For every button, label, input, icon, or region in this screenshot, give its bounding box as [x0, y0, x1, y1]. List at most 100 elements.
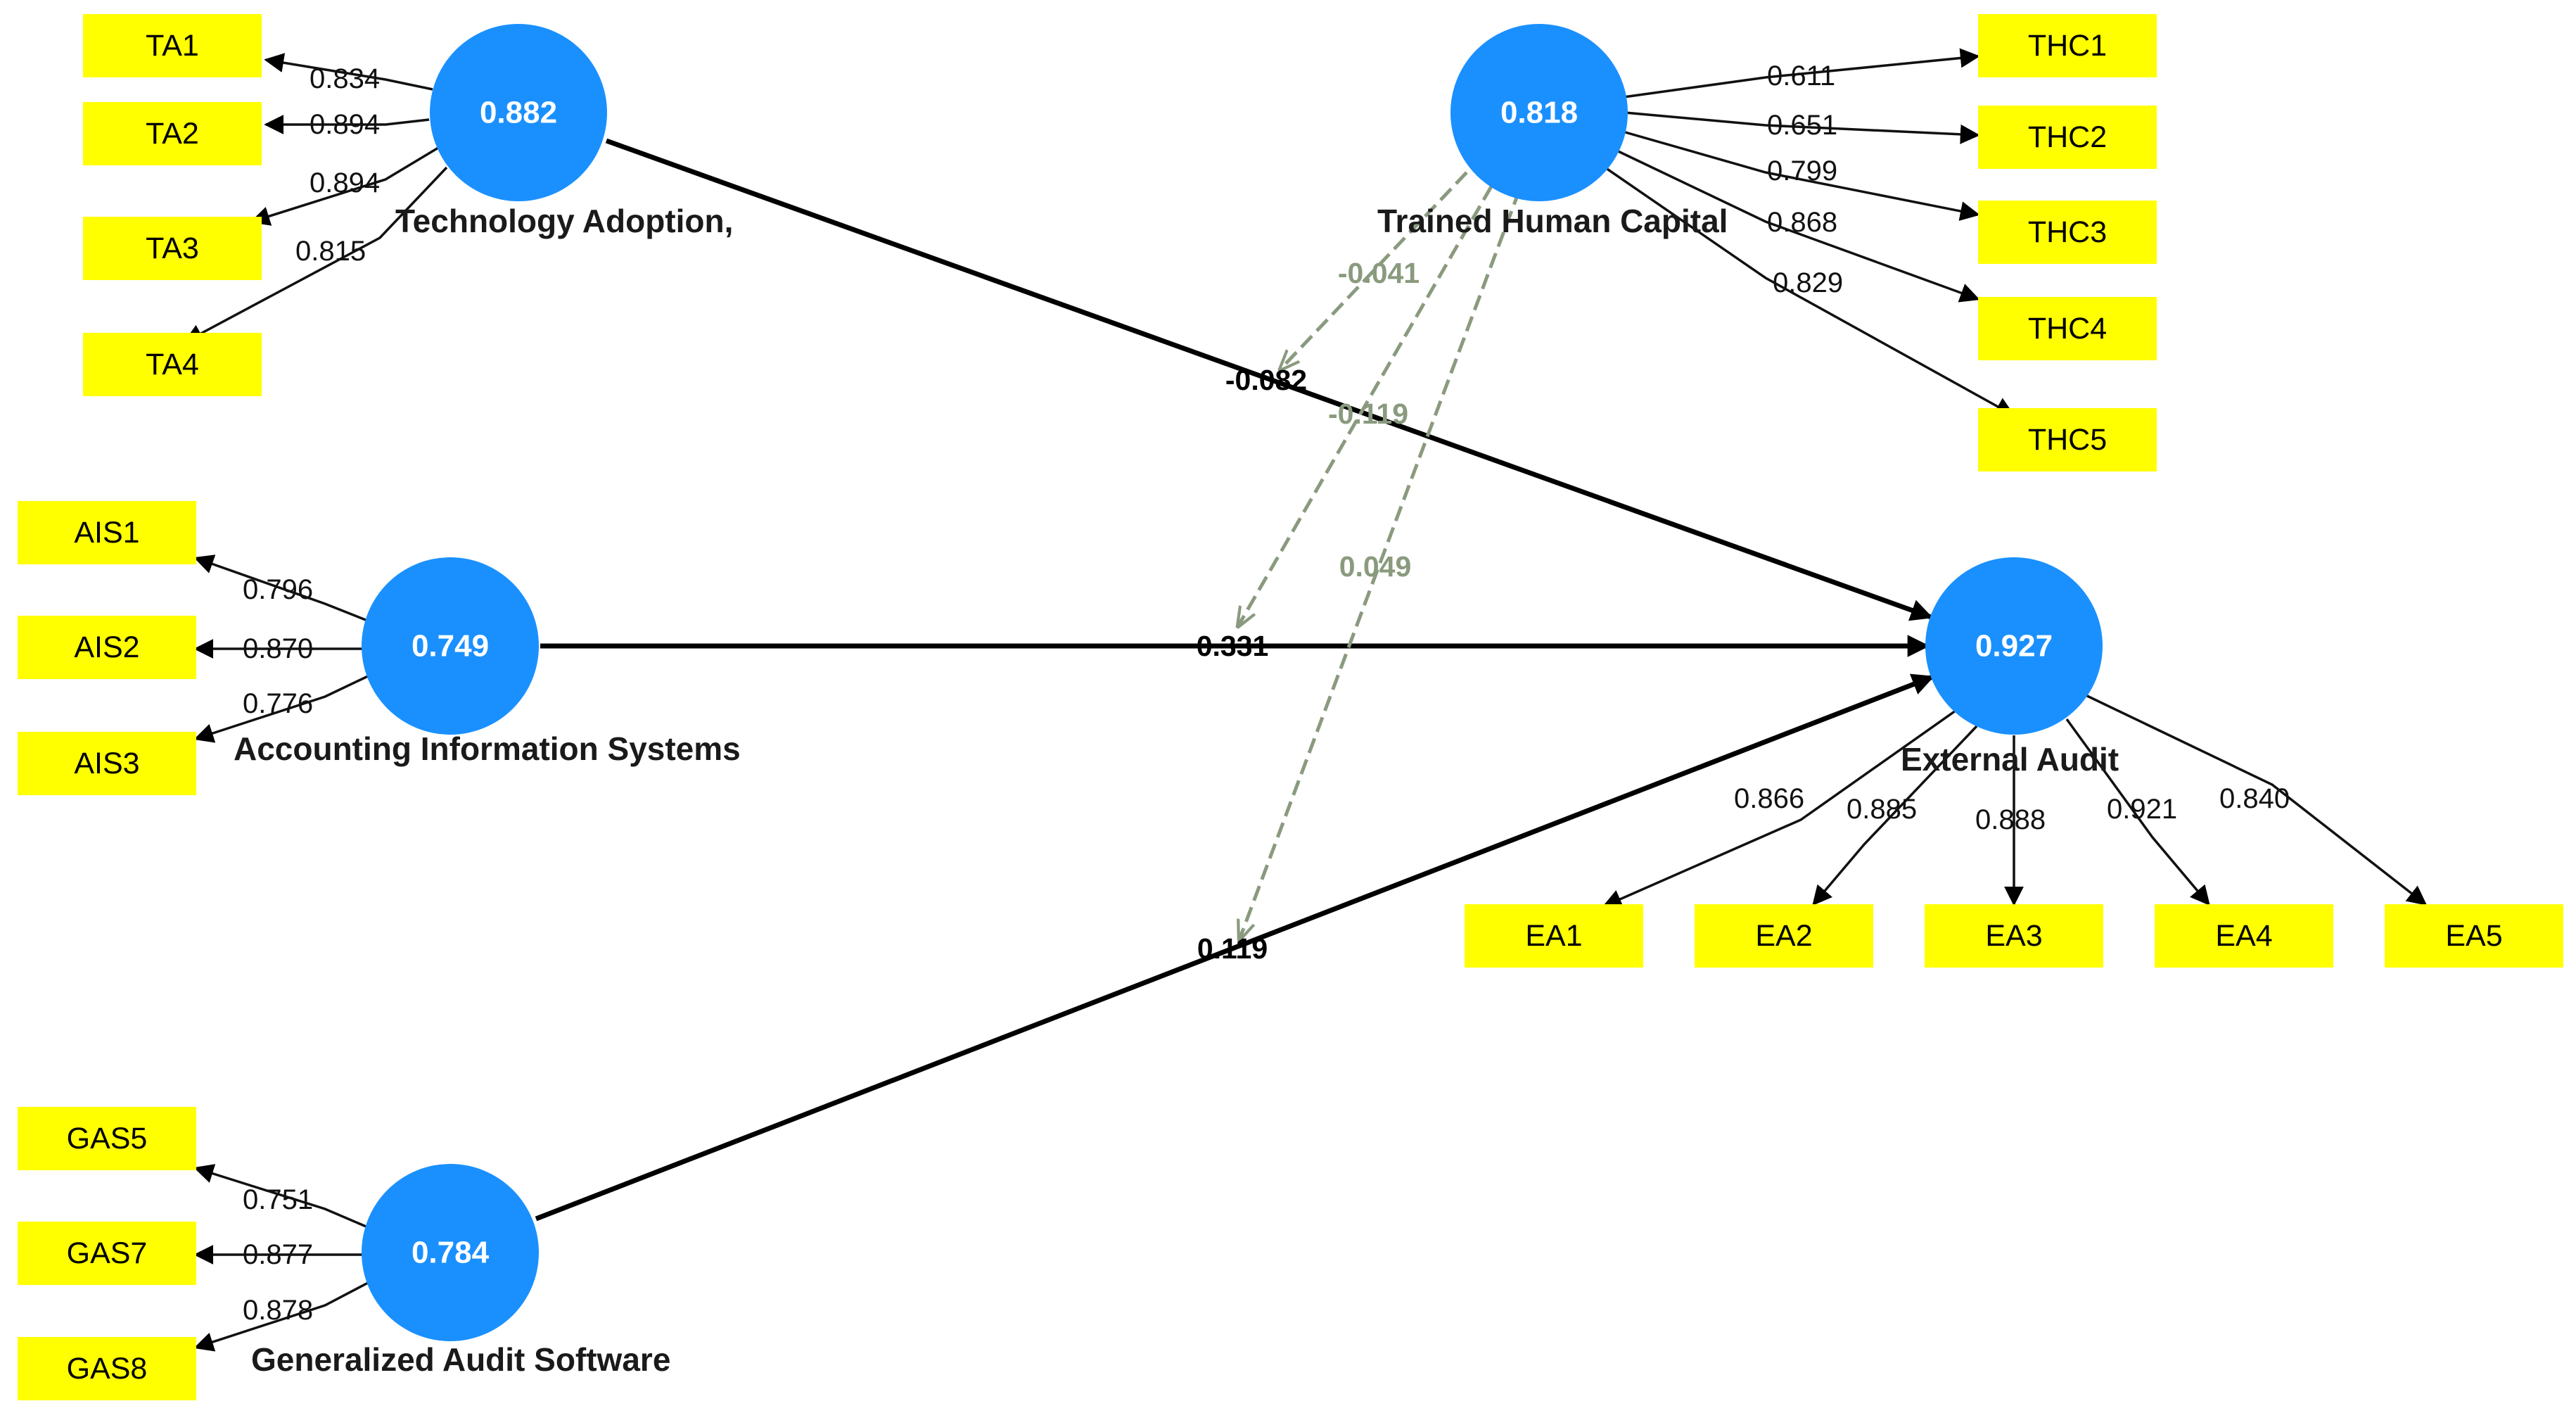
construct-ais-value: 0.749	[412, 629, 489, 664]
indicator-ea3-label: EA3	[1985, 919, 2042, 953]
indicator-thc4: THC4	[1978, 297, 2157, 360]
path-coefficient-ais-ea: 0.331	[1197, 630, 1269, 662]
loading-value-ais2: 0.870	[243, 633, 313, 664]
indicator-thc3-label: THC3	[2028, 215, 2107, 249]
loading-line-ais3	[193, 674, 370, 743]
indicator-ea2: EA2	[1695, 904, 1873, 968]
construct-gas: 0.784 Generalized Audit Software	[251, 1164, 670, 1378]
construct-ea-circle	[1925, 557, 2103, 735]
loading-line-thc3	[1617, 129, 1980, 221]
loading-line-ea5	[2084, 693, 2428, 906]
construct-thc-value: 0.818	[1500, 96, 1578, 130]
loading-line-ea4	[2065, 718, 2210, 906]
loading-value-ta4: 0.815	[295, 236, 366, 267]
indicator-ta3: TA3	[83, 217, 262, 280]
indicator-ta3-label: TA3	[146, 232, 199, 265]
indicator-gas7: GAS7	[18, 1222, 196, 1285]
loading-value-ea5: 0.840	[2219, 783, 2290, 814]
loading-value-ea4: 0.921	[2107, 794, 2177, 825]
loading-lines	[183, 48, 2428, 1352]
indicator-ta1-label: TA1	[146, 29, 199, 63]
path-coefficient-gas-ea: 0.119	[1197, 932, 1268, 965]
moderation-line-gas	[1239, 189, 1522, 939]
indicator-ta1: TA1	[83, 14, 262, 77]
construct-thc-label: Trained Human Capital	[1377, 203, 1728, 239]
loading-value-ta1: 0.834	[310, 63, 380, 94]
indicator-ais2-label: AIS2	[74, 631, 139, 664]
indicator-ea1-label: EA1	[1525, 919, 1582, 953]
loading-value-ta3: 0.894	[310, 167, 380, 198]
loading-line-thc1	[1623, 48, 1980, 99]
indicator-gas7-label: GAS7	[67, 1236, 148, 1270]
loading-line-ta4	[183, 166, 448, 343]
loading-line-ea1	[1602, 709, 1957, 908]
indicator-ea3: EA3	[1925, 904, 2103, 968]
construct-gas-label: Generalized Audit Software	[251, 1341, 670, 1378]
path-coefficient-ta-ea: -0.082	[1225, 364, 1307, 396]
loading-value-ais3: 0.776	[243, 688, 313, 719]
path-ta-to-ea	[605, 138, 1933, 621]
moderation-coefficient-gas: 0.049	[1339, 550, 1412, 583]
loading-values: 0.834 0.894 0.894 0.815 0.796 0.870 0.77…	[243, 61, 2290, 1326]
moderation-coefficient-ais: -0.119	[1328, 398, 1408, 430]
loading-line-thc2	[1624, 111, 1980, 144]
construct-thc: 0.818 Trained Human Capital	[1377, 24, 1728, 239]
loading-value-ea1: 0.866	[1734, 783, 1804, 814]
loading-line-ea2	[1812, 725, 1978, 906]
construct-ais: 0.749 Accounting Information Systems	[234, 557, 741, 767]
indicator-ta2-label: TA2	[146, 117, 199, 151]
construct-ta-value: 0.882	[480, 96, 557, 130]
loading-line-thc4	[1610, 146, 1980, 303]
indicator-ea4: EA4	[2155, 904, 2333, 968]
path-coefficients: -0.082 0.331 0.119	[1197, 364, 1307, 965]
loading-value-gas5: 0.751	[243, 1184, 313, 1215]
loading-value-thc1: 0.611	[1767, 61, 1835, 91]
loading-value-ais1: 0.796	[243, 574, 313, 605]
construct-gas-value: 0.784	[412, 1236, 490, 1270]
moderation-coefficients: -0.041 -0.119 0.049	[1328, 257, 1420, 583]
indicator-ais1-label: AIS1	[74, 516, 139, 550]
loading-value-thc5: 0.829	[1773, 267, 1843, 298]
construct-ea: 0.927 External Audit	[1901, 557, 2119, 778]
construct-ea-label: External Audit	[1901, 741, 2119, 778]
indicator-thc1-label: THC1	[2028, 29, 2107, 63]
loading-line-ta1	[264, 53, 433, 91]
construct-ta-circle	[430, 24, 607, 201]
loading-value-thc2: 0.651	[1767, 110, 1837, 141]
loading-line-thc5	[1596, 160, 2015, 417]
indicator-thc2-label: THC2	[2028, 120, 2107, 154]
indicators: TA1 TA2 TA3 TA4 AIS1 AIS2 AIS3 GAS5 GAS7…	[18, 14, 2563, 1400]
indicator-thc4-label: THC4	[2028, 312, 2107, 346]
indicator-thc1: THC1	[1978, 14, 2157, 77]
indicator-gas8: GAS8	[18, 1337, 196, 1400]
loading-line-ta3	[250, 146, 439, 226]
path-gas-to-ea	[535, 673, 1934, 1222]
loading-value-ea2: 0.885	[1847, 794, 1917, 825]
moderation-line-ais	[1238, 185, 1493, 626]
moderation-coefficient-ta: -0.041	[1338, 257, 1420, 289]
construct-ea-value: 0.927	[1975, 629, 2053, 664]
loading-value-ta2: 0.894	[310, 109, 380, 140]
indicator-gas5: GAS5	[18, 1107, 196, 1170]
indicator-ta2: TA2	[83, 102, 262, 165]
indicator-ais3-label: AIS3	[74, 747, 139, 780]
indicator-ea2-label: EA2	[1755, 919, 1812, 953]
indicator-thc3: THC3	[1978, 201, 2157, 264]
construct-ta: 0.882 Technology Adoption,	[395, 24, 733, 239]
indicator-gas8-label: GAS8	[67, 1352, 148, 1386]
loading-value-gas8: 0.878	[243, 1295, 313, 1326]
loading-line-gas8	[193, 1281, 370, 1352]
indicator-ea5: EA5	[2385, 904, 2563, 968]
indicator-ta4: TA4	[83, 333, 262, 396]
indicator-ea1: EA1	[1465, 904, 1643, 968]
structural-paths	[535, 138, 1934, 1222]
moderation-line-ta	[1280, 171, 1468, 369]
loading-line-gas5	[193, 1164, 370, 1229]
loading-line-ta2	[264, 115, 430, 134]
construct-ta-label: Technology Adoption,	[395, 203, 733, 239]
indicator-ais3: AIS3	[18, 732, 196, 795]
loading-value-gas7: 0.877	[243, 1239, 313, 1270]
loading-line-ais1	[193, 555, 370, 623]
moderation-paths	[1238, 171, 1522, 939]
